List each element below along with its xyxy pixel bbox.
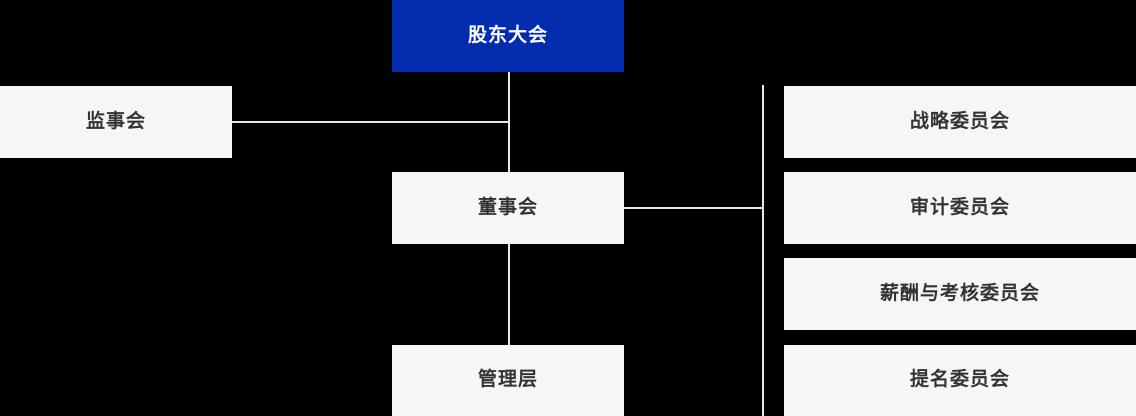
node-label-strategy-committee: 战略委员会 [909, 110, 1010, 132]
node-label-board-of-supervisors: 监事会 [85, 110, 146, 132]
node-board-of-directors[interactable]: 董事会 [392, 172, 624, 244]
node-compensation-appraisal-committee[interactable]: 薪酬与考核委员会 [784, 258, 1136, 330]
connector-directors-to-committees-horizontal [624, 207, 764, 209]
connector-directors-to-management-vertical [508, 244, 510, 345]
node-label-audit-committee: 审计委员会 [909, 196, 1010, 218]
node-board-of-supervisors[interactable]: 监事会 [0, 86, 232, 158]
node-audit-committee[interactable]: 审计委员会 [784, 172, 1136, 244]
node-nomination-committee[interactable]: 提名委员会 [784, 345, 1136, 416]
connector-shareholders-to-supervisors-horizontal [232, 121, 510, 123]
node-label-nomination-committee: 提名委员会 [909, 369, 1010, 391]
node-shareholders-meeting[interactable]: 股东大会 [392, 0, 624, 72]
node-strategy-committee[interactable]: 战略委员会 [784, 86, 1136, 158]
node-label-board-of-directors: 董事会 [477, 196, 538, 218]
node-label-compensation-appraisal-committee: 薪酬与考核委员会 [879, 282, 1040, 304]
node-label-shareholders-meeting: 股东大会 [467, 24, 548, 46]
node-management[interactable]: 管理层 [392, 345, 624, 416]
connector-committees-bus-vertical [762, 85, 764, 416]
node-label-management: 管理层 [477, 369, 538, 391]
